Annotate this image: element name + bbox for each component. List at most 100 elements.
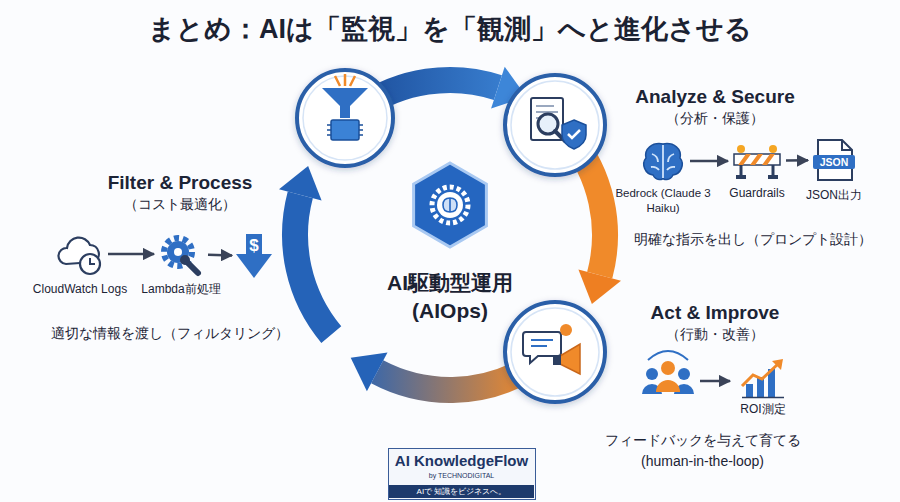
roi-icon-shape-part <box>772 359 783 370</box>
flow-arrow <box>108 253 154 256</box>
annotation: （コスト最適化） <box>60 195 300 213</box>
filter-stage-circle-part <box>322 88 368 118</box>
filter-stage-circle <box>297 70 393 166</box>
act-stage-circle-part <box>560 344 580 374</box>
stage-heading: Filter & Process <box>60 170 300 195</box>
lambda-icon-shape-part <box>174 248 182 256</box>
guardrails-icon-shape-part <box>738 154 775 165</box>
cycle-hub-shape-part <box>443 198 457 212</box>
annotation: （行動・改善） <box>600 325 830 343</box>
act-stage-circle-part <box>505 302 605 402</box>
json-icon-shape-part <box>842 140 852 150</box>
cycle-arrow-head <box>279 166 322 201</box>
guardrails-icon: Guardrails <box>732 142 782 180</box>
node-label: JSON <box>813 155 855 169</box>
cycle-hub: AI駆動型運用 (AIOps) <box>380 163 520 247</box>
node-label: CloudWatch Logs <box>31 282 129 297</box>
analyze-stage-circle-part <box>562 120 586 149</box>
page-title: まとめ：AIは「監視」を「観測」へと進化させる <box>0 12 900 46</box>
cycle-arrow-left <box>295 195 331 335</box>
cycle-arrow-bottom <box>377 369 527 390</box>
filter-stage-circle-part <box>327 125 363 135</box>
lambda-icon: Lambda前処理 <box>158 232 204 276</box>
annotation: （分析・保護） <box>600 109 830 127</box>
people-icon-part <box>678 368 690 380</box>
roi-icon-shape-part <box>746 384 753 397</box>
node-label: Lambda前処理 <box>128 282 234 297</box>
cycle-hub-shape-part <box>432 187 468 223</box>
filter-stage-circle-part <box>303 76 387 160</box>
log-icon-shape-part <box>90 258 95 264</box>
json-icon: JSONJSON出力 <box>812 138 856 182</box>
feedback-arrow <box>700 380 730 383</box>
act-stage-circle-part <box>553 355 561 365</box>
guardrails-icon-shape-part <box>737 145 745 153</box>
people-icon-part <box>661 361 675 375</box>
guardrails-icon-shape <box>732 142 782 180</box>
cost-icon: $ <box>236 234 272 278</box>
cycle-arrow-head <box>351 352 388 391</box>
cycle-hub-shape-part <box>437 192 463 218</box>
bedrock-icon-shape-part <box>651 145 675 178</box>
annotation: 明確な指示を出し（プロンプト設計） <box>618 230 888 248</box>
node-label: by TECHNODIGITAL <box>389 471 534 481</box>
roi-icon-shape-part <box>742 364 778 386</box>
bedrock-icon: Bedrock (Claude 3 Haiku) <box>640 140 686 182</box>
lambda-icon-shape-part <box>164 238 192 266</box>
annotation: フィードバックを与えて育てる (human-in-the-loop) <box>585 430 820 472</box>
node-label: JSON出力 <box>792 188 876 203</box>
roi-icon: ROI測定 <box>740 358 786 398</box>
analyze-stage-circle <box>505 75 605 175</box>
flow-arrow <box>786 159 808 162</box>
cost-icon-shape-part <box>236 234 272 278</box>
bedrock-icon-shape <box>640 140 686 182</box>
roi-icon-shape <box>740 358 786 398</box>
people-icon <box>642 351 694 394</box>
people-icon-part <box>656 380 680 392</box>
node-label: $ <box>236 236 272 256</box>
annotation: 適切な情報を渡し（フィルタリング） <box>30 324 310 342</box>
bedrock-icon-shape-part <box>644 144 682 180</box>
flow-arrow <box>690 160 728 163</box>
node-label: AI駆動型運用 (AIOps) <box>350 269 550 325</box>
lambda-icon-shape <box>158 232 204 276</box>
flow-arrow <box>208 253 232 256</box>
stage-heading: Analyze & Secure <box>600 84 830 109</box>
log-icon-shape-part <box>80 254 100 274</box>
filter-stage-circle-part <box>335 74 355 86</box>
act-stage-circle <box>505 302 605 402</box>
analyze-stage-circle-part <box>511 81 599 169</box>
stage-heading: Act & Improve <box>600 300 830 325</box>
node-label: AIで 知識をビジネスへ。 <box>389 485 534 498</box>
log-icon: CloudWatch Logs <box>56 232 104 276</box>
lambda-icon-shape-part <box>180 255 190 265</box>
roi-icon-shape-part <box>742 397 784 399</box>
analyze-stage-circle-part <box>568 130 580 138</box>
people-icon-part <box>648 351 688 360</box>
guardrails-icon-shape-part <box>734 154 780 165</box>
node-label: Bedrock (Claude 3 Haiku) <box>615 186 711 216</box>
brand-logo: AI KnowledgeFlowby TECHNODIGITAL AIで 知識をビ… <box>388 448 536 500</box>
act-stage-circle-part <box>511 308 599 396</box>
analyze-stage-circle-part <box>505 75 605 175</box>
cycle-hub-shape <box>380 163 520 247</box>
cycle-hub-shape-part <box>414 163 487 247</box>
guardrails-icon-shape-part <box>736 175 746 179</box>
guardrails-icon-shape-part <box>768 175 778 179</box>
cycle-arrow-head <box>578 269 621 304</box>
filter-stage-circle-part <box>297 70 393 166</box>
node-label: ROI測定 <box>720 402 806 417</box>
node-label: AI KnowledgeFlow <box>389 452 534 470</box>
act-stage-circle-part <box>560 324 572 336</box>
filter-stage-circle-part <box>331 120 359 140</box>
act-stage-circle-part <box>531 340 553 346</box>
node-label: Guardrails <box>712 186 802 201</box>
log-icon-shape <box>56 232 104 276</box>
guardrails-icon-shape-part <box>769 145 777 153</box>
people-icon-part <box>646 368 658 380</box>
brand-logo-shape-part <box>389 485 534 498</box>
json-icon-shape-part <box>813 155 855 169</box>
